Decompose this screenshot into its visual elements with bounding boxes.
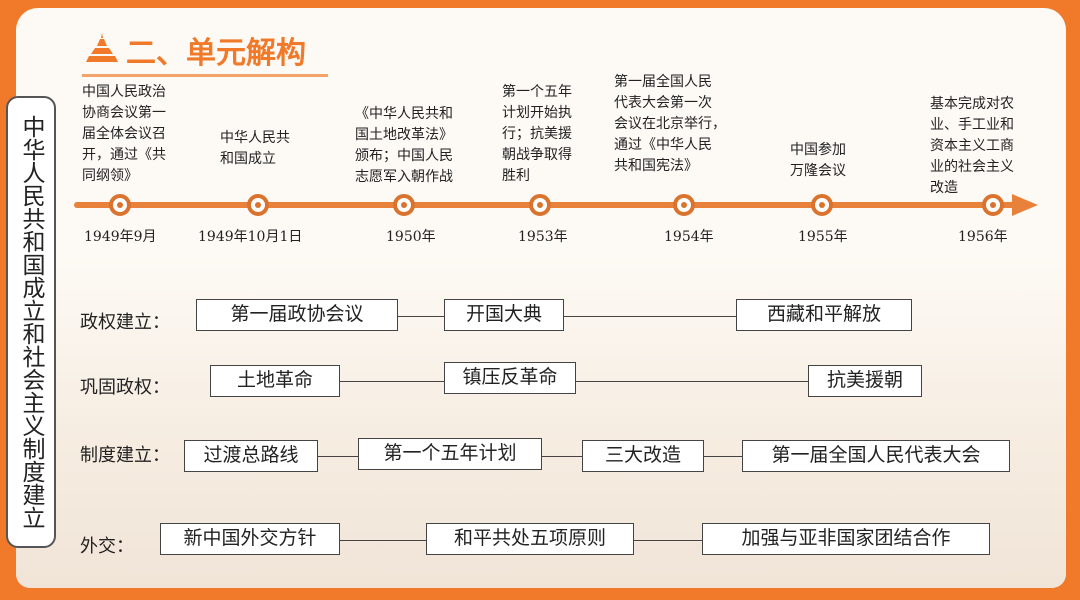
concept-box: 镇压反革命 [444,362,576,394]
timeline-node [529,194,551,216]
timeline-event: 第一个五年 计划开始执 行；抗美援 朝战争取得 胜利 [502,82,572,187]
timeline-event: 中国参加 万隆会议 [790,140,846,182]
timeline-year: 1950年 [386,226,436,246]
concept-box: 第一届全国人民代表大会 [742,440,1010,472]
timeline-node [673,194,695,216]
timeline-year: 1953年 [518,226,568,246]
connector-line [316,456,360,457]
connector-line [702,456,744,457]
timeline-year: 1949年9月 [84,226,157,246]
timeline-node [247,194,269,216]
timeline-event: 基本完成对农 业、手工业和 资本主义工商 业的社会主义 改造 [930,94,1014,199]
row-label: 巩固政权： [80,373,170,399]
row-label: 外交： [80,532,134,558]
title-underline [82,74,328,77]
concept-box: 新中国外交方针 [160,523,340,555]
page-title: 二、单元解构 [126,28,306,72]
timeline-year: 1949年10月1日 [198,226,302,246]
connector-line [338,381,446,382]
concept-box: 三大改造 [582,440,704,472]
concept-box: 第一个五年计划 [358,438,542,470]
concept-box: 第一届政协会议 [196,299,398,331]
side-title-box: 中华人民共和国成立和社会主义制度建立 [6,96,56,548]
timeline-event: 中国人民政治 协商会议第一 届全体会议召 开，通过《共 同纲领》 [82,82,166,187]
row-label: 政权建立： [80,308,170,334]
timeline-event: 第一届全国人民 代表大会第一次 会议在北京举行， 通过《中华人民 共和国宪法》 [614,72,726,177]
timeline-event: 中华人民共 和国成立 [220,128,290,170]
concept-box: 过渡总路线 [184,440,318,472]
timeline-year: 1954年 [664,226,714,246]
connector-line [540,456,584,457]
concept-box: 加强与亚非国家团结合作 [702,523,990,555]
timeline-node [109,194,131,216]
temple-icon [82,32,122,64]
concept-box: 开国大典 [444,299,564,331]
connector-line [396,316,446,317]
connector-line [574,381,810,382]
timeline-year: 1955年 [798,226,848,246]
concept-box: 和平共处五项原则 [426,523,634,555]
connector-line [632,540,704,541]
connector-line [562,316,738,317]
timeline-event: 《中华人民共和 国土地改革法》 颁布；中国人民 志愿军入朝作战 [355,104,453,188]
concept-box: 抗美援朝 [808,365,922,397]
timeline-node [811,194,833,216]
timeline-arrowhead [1012,194,1038,216]
side-title: 中华人民共和国成立和社会主义制度建立 [14,115,48,529]
concept-box: 土地革命 [210,365,340,397]
timeline-node [393,194,415,216]
concept-box: 西藏和平解放 [736,299,912,331]
timeline-year: 1956年 [958,226,1008,246]
row-label: 制度建立： [80,441,170,467]
connector-line [338,540,428,541]
